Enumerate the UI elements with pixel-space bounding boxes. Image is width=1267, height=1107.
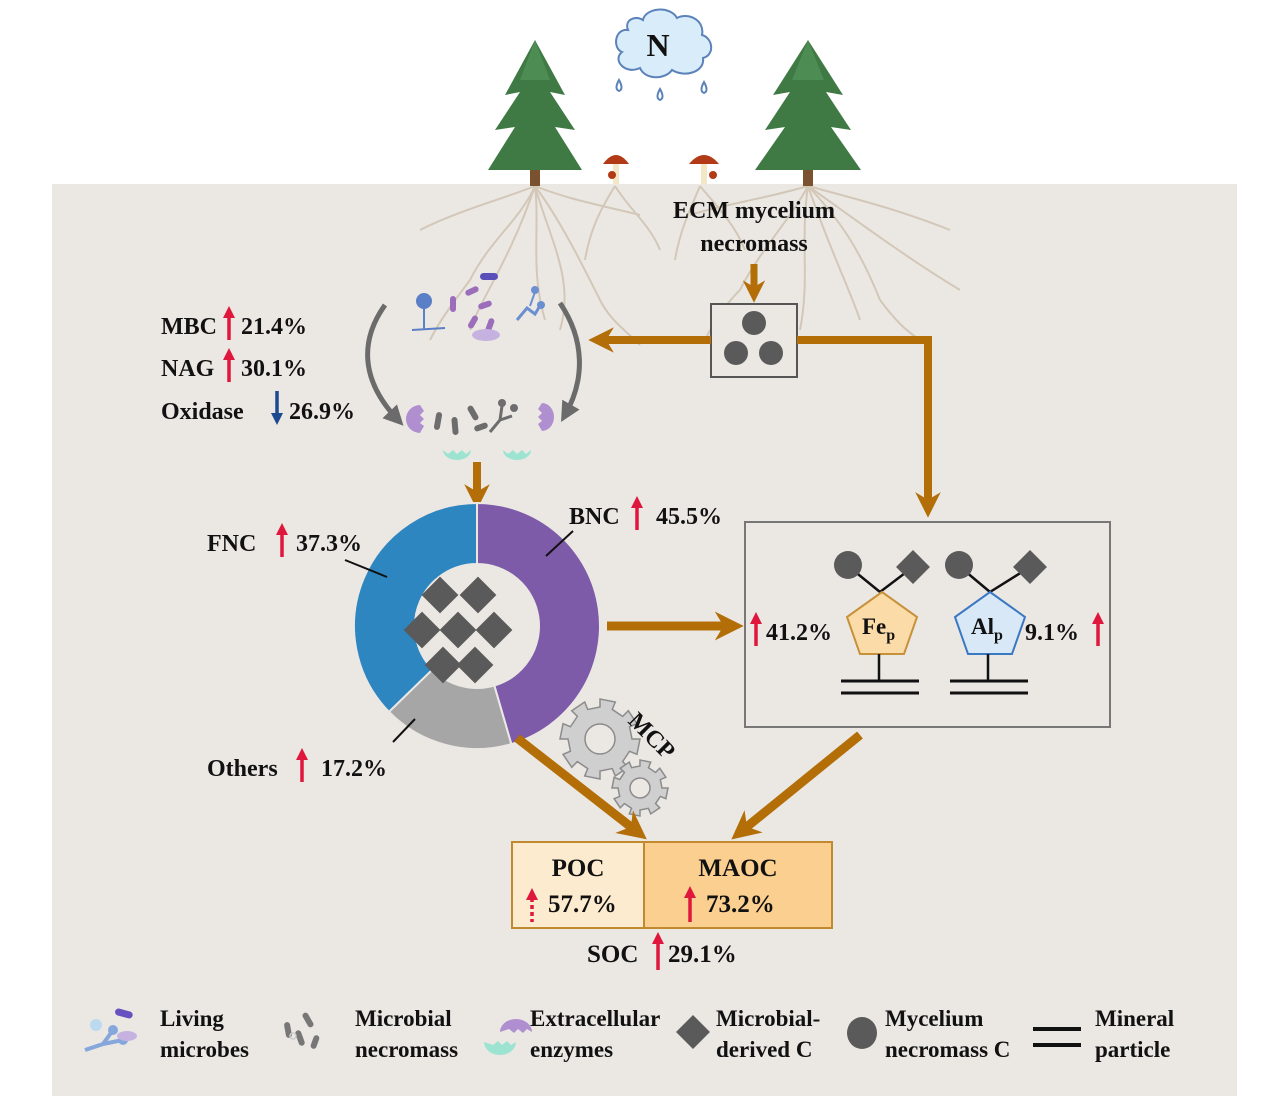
- legend-label-line2: microbes: [160, 1037, 249, 1062]
- mycelium-necromass-box: [710, 303, 798, 378]
- increase-arrow-icon: [652, 932, 664, 970]
- fe-symbol: Fe: [862, 614, 886, 639]
- increase-arrow-icon: [631, 496, 643, 530]
- donut-labels: BNC 45.5% Others 17.2% FNC 37.3%: [207, 496, 722, 782]
- al-complex: Alp: [945, 550, 1047, 695]
- increase-arrow-icon: [223, 348, 235, 382]
- legend-item: Microbial necromass: [284, 1006, 458, 1062]
- indicator-nag: NAG 30.1%: [161, 348, 307, 382]
- nitrogen-cloud-icon: N: [615, 8, 713, 102]
- maoc-label: MAOC: [698, 855, 777, 882]
- microbial-necromass-icon: [284, 1012, 320, 1049]
- legend-item: Mineral particle: [1033, 1006, 1174, 1062]
- extracellular-enzymes-icon: [406, 403, 554, 460]
- double-line-icon: [1033, 1027, 1081, 1047]
- tree-left: [488, 40, 582, 186]
- arrow-necromass-to-poc: [514, 734, 647, 840]
- donut-label-bnc: BNC 45.5%: [545, 496, 722, 557]
- slice-name: Others: [207, 756, 278, 782]
- increase-arrow-icon: [526, 888, 538, 922]
- source-label-line2: necromass: [700, 231, 808, 257]
- carbon-pools: POC 57.7% MAOC 73.2% SOC 29.1%: [526, 855, 778, 970]
- slice-value: 17.2%: [321, 756, 387, 782]
- al-subscript: p: [994, 627, 1003, 644]
- svg-text:Fep: Fep: [862, 614, 895, 644]
- slice-name: FNC: [207, 531, 256, 557]
- slice-value: 37.3%: [296, 531, 362, 557]
- increase-arrow-icon: [276, 523, 288, 557]
- legend-label-line2: derived C: [716, 1037, 812, 1062]
- circle-icon: [945, 551, 973, 579]
- cloud-label: N: [646, 27, 669, 63]
- gear-icon: [559, 698, 669, 817]
- legend-label-line1: Extracellular: [530, 1006, 660, 1031]
- soc-value: 29.1%: [668, 941, 737, 968]
- extracellular-enzymes-icon: [484, 1019, 532, 1055]
- legend-label-line1: Microbial: [355, 1006, 452, 1031]
- leader-line: [344, 559, 388, 578]
- mushroom-right: [689, 155, 719, 184]
- microbial-loop: [365, 273, 582, 460]
- legend-label-line1: Living: [160, 1006, 224, 1031]
- legend-label-line2: necromass: [355, 1037, 458, 1062]
- increase-arrow-icon: [223, 306, 235, 340]
- legend-label-line2: particle: [1095, 1037, 1170, 1062]
- legend-item: Living microbes: [84, 1006, 249, 1062]
- indicator-oxidase: Oxidase 26.9%: [161, 391, 355, 425]
- legend-label-line1: Mycelium: [885, 1006, 983, 1031]
- tree-right: [755, 40, 861, 186]
- indicator-value: 26.9%: [289, 399, 355, 425]
- donut-slice-bnc: [476, 501, 601, 746]
- increase-arrow-icon: [296, 748, 308, 782]
- fe-subscript: p: [886, 627, 895, 644]
- increase-arrow-icon: [1092, 612, 1104, 646]
- legend-label-line1: Microbial-: [716, 1006, 820, 1031]
- al-value: 9.1%: [1025, 620, 1079, 646]
- donut-label-fnc: FNC 37.3%: [207, 523, 388, 578]
- arrow-pool-to-minerals: [797, 336, 941, 518]
- legend-label-line2: necromass C: [885, 1037, 1010, 1062]
- maoc-value: 73.2%: [706, 891, 775, 918]
- soc-label: SOC: [587, 941, 638, 968]
- circle-icon: [847, 1017, 877, 1049]
- indicator-name: NAG: [161, 356, 215, 382]
- circle-icon: [834, 551, 862, 579]
- poc-label: POC: [552, 855, 605, 882]
- leader-line: [545, 530, 574, 557]
- svg-text:Alp: Alp: [971, 614, 1003, 644]
- indicator-name: MBC: [161, 314, 217, 340]
- slice-value: 45.5%: [656, 504, 722, 530]
- mineral-association-box: [744, 521, 1111, 728]
- poc-value: 57.7%: [548, 891, 617, 918]
- decrease-arrow-icon: [271, 391, 283, 425]
- indicator-mbc: MBC 21.4%: [161, 306, 307, 340]
- legend: Living microbes Microbial necromass Extracel…: [84, 1006, 1174, 1062]
- poc-box: [511, 841, 645, 929]
- indicator-value: 21.4%: [241, 314, 307, 340]
- al-symbol: Al: [971, 614, 994, 639]
- indicator-value: 30.1%: [241, 356, 307, 382]
- donut-center-markers: [403, 576, 513, 684]
- increase-arrow-icon: [750, 612, 762, 646]
- microbial-indicators: MBC 21.4% NAG 30.1% Oxidase 26.9%: [161, 306, 355, 425]
- living-microbes-icon: [411, 273, 545, 341]
- source-label-line1: ECM mycelium: [673, 198, 835, 224]
- legend-item: Extracellular enzymes: [484, 1006, 660, 1062]
- increase-arrow-icon: [684, 886, 696, 922]
- arrow-minerals-to-maoc: [731, 731, 863, 840]
- legend-label-line1: Mineral: [1095, 1006, 1174, 1031]
- maoc-box: [643, 841, 833, 929]
- mushroom-left: [603, 155, 629, 184]
- legend-item: Mycelium necromass C: [847, 1006, 1010, 1062]
- donut-label-others: Others 17.2%: [207, 718, 416, 782]
- mineral-values: 41.2% 9.1%: [750, 612, 1104, 646]
- indicator-name: Oxidase: [161, 399, 244, 425]
- legend-label-line2: enzymes: [530, 1037, 613, 1062]
- living-microbes-icon: [84, 1008, 137, 1052]
- leader-line: [392, 718, 416, 743]
- fe-value: 41.2%: [766, 620, 832, 646]
- slice-name: BNC: [569, 504, 620, 530]
- microbial-necromass-icon: [433, 399, 518, 435]
